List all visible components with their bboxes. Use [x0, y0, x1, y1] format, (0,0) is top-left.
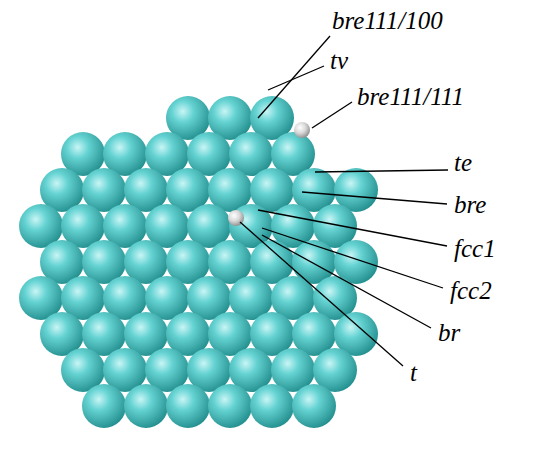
- site-label: bre: [452, 192, 488, 217]
- leader-line: [262, 228, 443, 288]
- hydrogen-atom: [294, 122, 310, 138]
- leader-line: [315, 170, 448, 172]
- metal-atom: [82, 384, 126, 428]
- metal-atom: [292, 384, 336, 428]
- leader-line: [258, 210, 447, 246]
- leader-line: [302, 192, 447, 204]
- site-label: t: [408, 360, 419, 385]
- leader-line: [240, 222, 403, 366]
- leader-line: [312, 102, 352, 128]
- metal-atom: [208, 384, 252, 428]
- site-label: te: [452, 150, 474, 175]
- site-label: br: [436, 320, 462, 345]
- leader-line: [262, 235, 431, 328]
- site-label: bre111/111: [355, 84, 466, 109]
- metal-atom: [124, 384, 168, 428]
- site-label: fcc2: [448, 278, 494, 303]
- site-label: fcc1: [452, 236, 498, 261]
- metal-atom: [166, 384, 210, 428]
- site-label: tv: [328, 48, 350, 73]
- leader-line: [258, 36, 330, 118]
- metal-atom: [250, 384, 294, 428]
- leader-line: [268, 66, 324, 90]
- site-label: bre111/100: [330, 8, 445, 33]
